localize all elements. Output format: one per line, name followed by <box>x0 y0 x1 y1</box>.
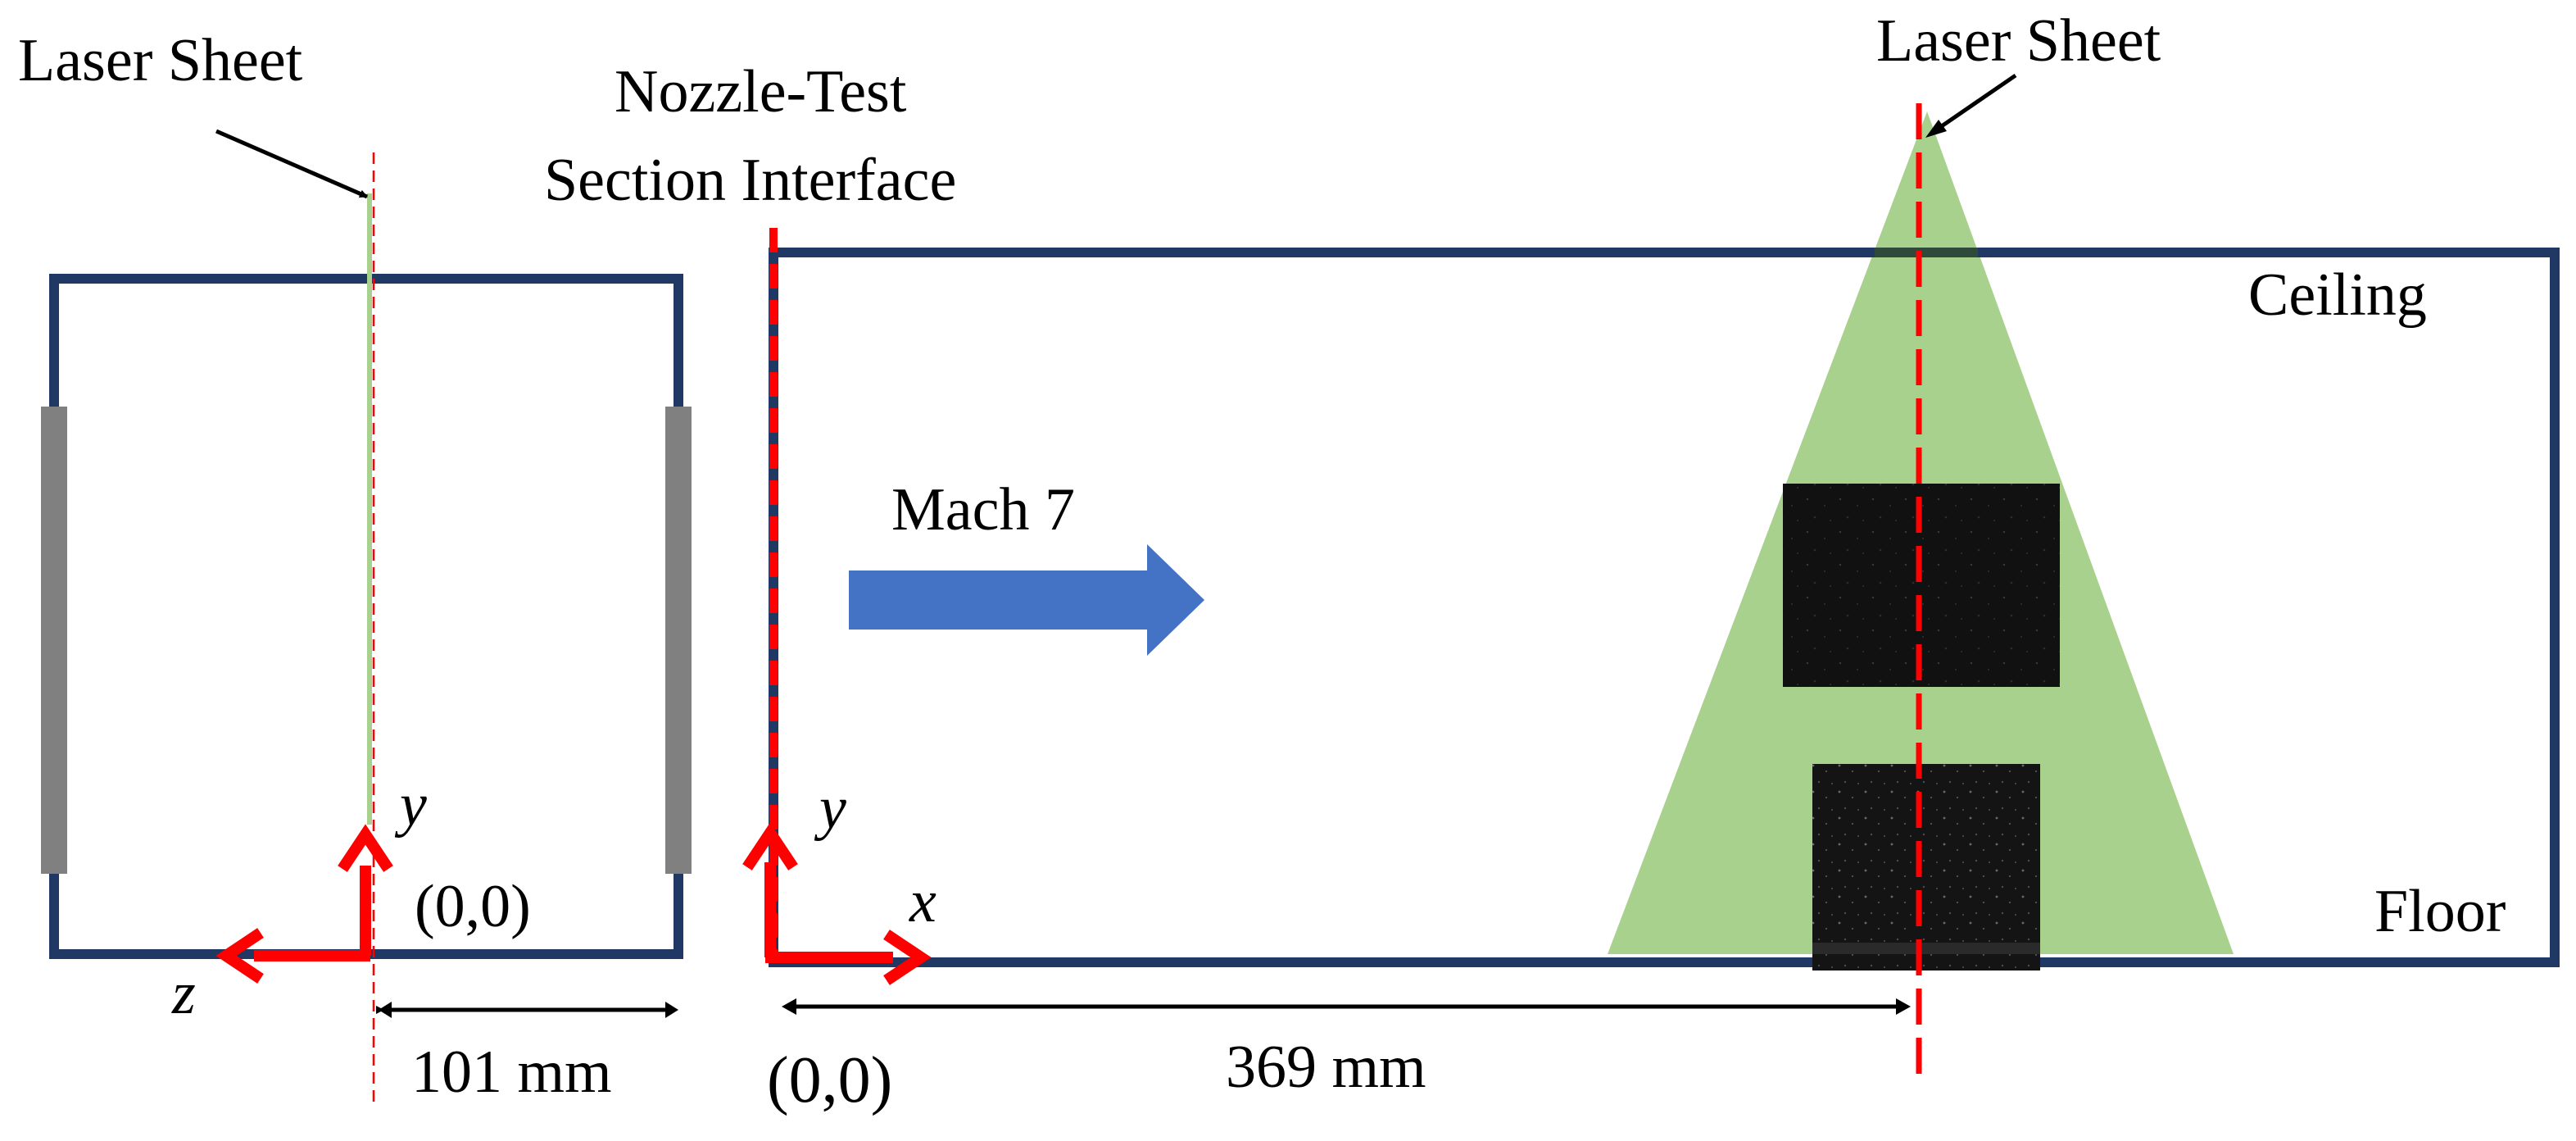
side-view: Nozzle-Test Section Interface Laser Shee… <box>544 7 2560 1116</box>
axis-y-arrowhead-right <box>742 822 798 871</box>
axis-y-label-left: y <box>394 771 427 839</box>
dimension-label-left: 101 mm <box>411 1039 612 1106</box>
side-window-right <box>665 407 692 874</box>
axis-y-arrowhead-left <box>338 824 393 872</box>
cross-section-walls <box>49 274 683 959</box>
flow-direction-arrow <box>849 544 1204 656</box>
interface-label-line1: Nozzle-Test <box>615 58 907 125</box>
laser-sheet-leader-right <box>1930 73 2017 135</box>
origin-label-left: (0,0) <box>415 873 531 940</box>
axes-right <box>742 822 932 985</box>
laser-sheet-leader-left <box>215 129 368 199</box>
axis-z-label-left: z <box>171 960 196 1027</box>
flow-label: Mach 7 <box>891 476 1075 543</box>
image-inset-lower <box>1812 764 2040 971</box>
floor-label: Floor <box>2374 878 2506 945</box>
cross-section-view: Laser Sheet y (0,0) z 101 mm <box>18 27 692 1106</box>
laser-sheet-label-left: Laser Sheet <box>18 27 303 94</box>
side-window-left <box>41 407 67 874</box>
ceiling-label: Ceiling <box>2248 261 2427 329</box>
interface-label-line2: Section Interface <box>544 147 956 214</box>
axis-z-arrowhead-left <box>215 928 264 984</box>
origin-label-right: (0,0) <box>767 1044 892 1116</box>
axis-x-label-right: x <box>909 868 937 935</box>
axis-x-arrowhead-right <box>883 930 932 985</box>
dimension-label-right: 369 mm <box>1226 1034 1426 1101</box>
laser-sheet-label-right: Laser Sheet <box>1876 7 2161 75</box>
axes-left <box>215 824 393 984</box>
axis-y-label-right: y <box>814 775 846 842</box>
